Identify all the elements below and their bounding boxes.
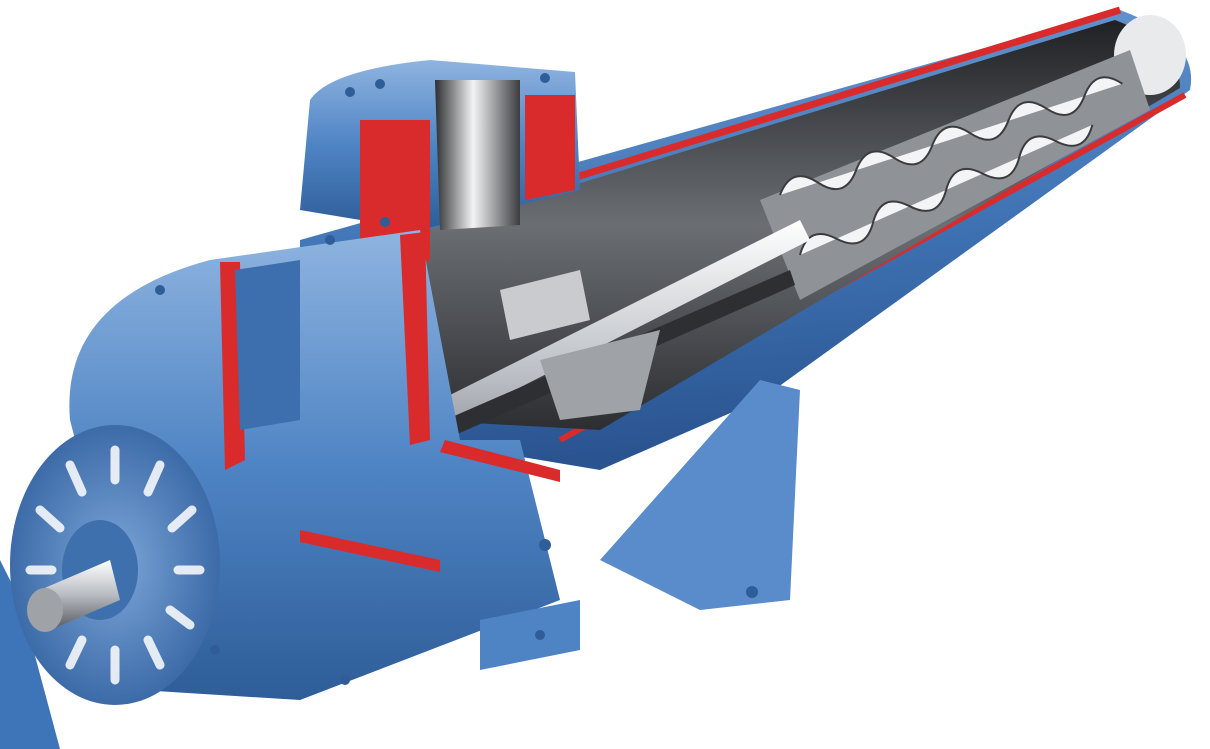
bolt-holes: [155, 217, 551, 685]
front-flange-disc: [10, 425, 220, 705]
screw-rotors: [760, 50, 1150, 300]
outlet-flange: [300, 60, 580, 270]
support-foot: [480, 380, 800, 670]
shaft-stub: [27, 560, 120, 632]
